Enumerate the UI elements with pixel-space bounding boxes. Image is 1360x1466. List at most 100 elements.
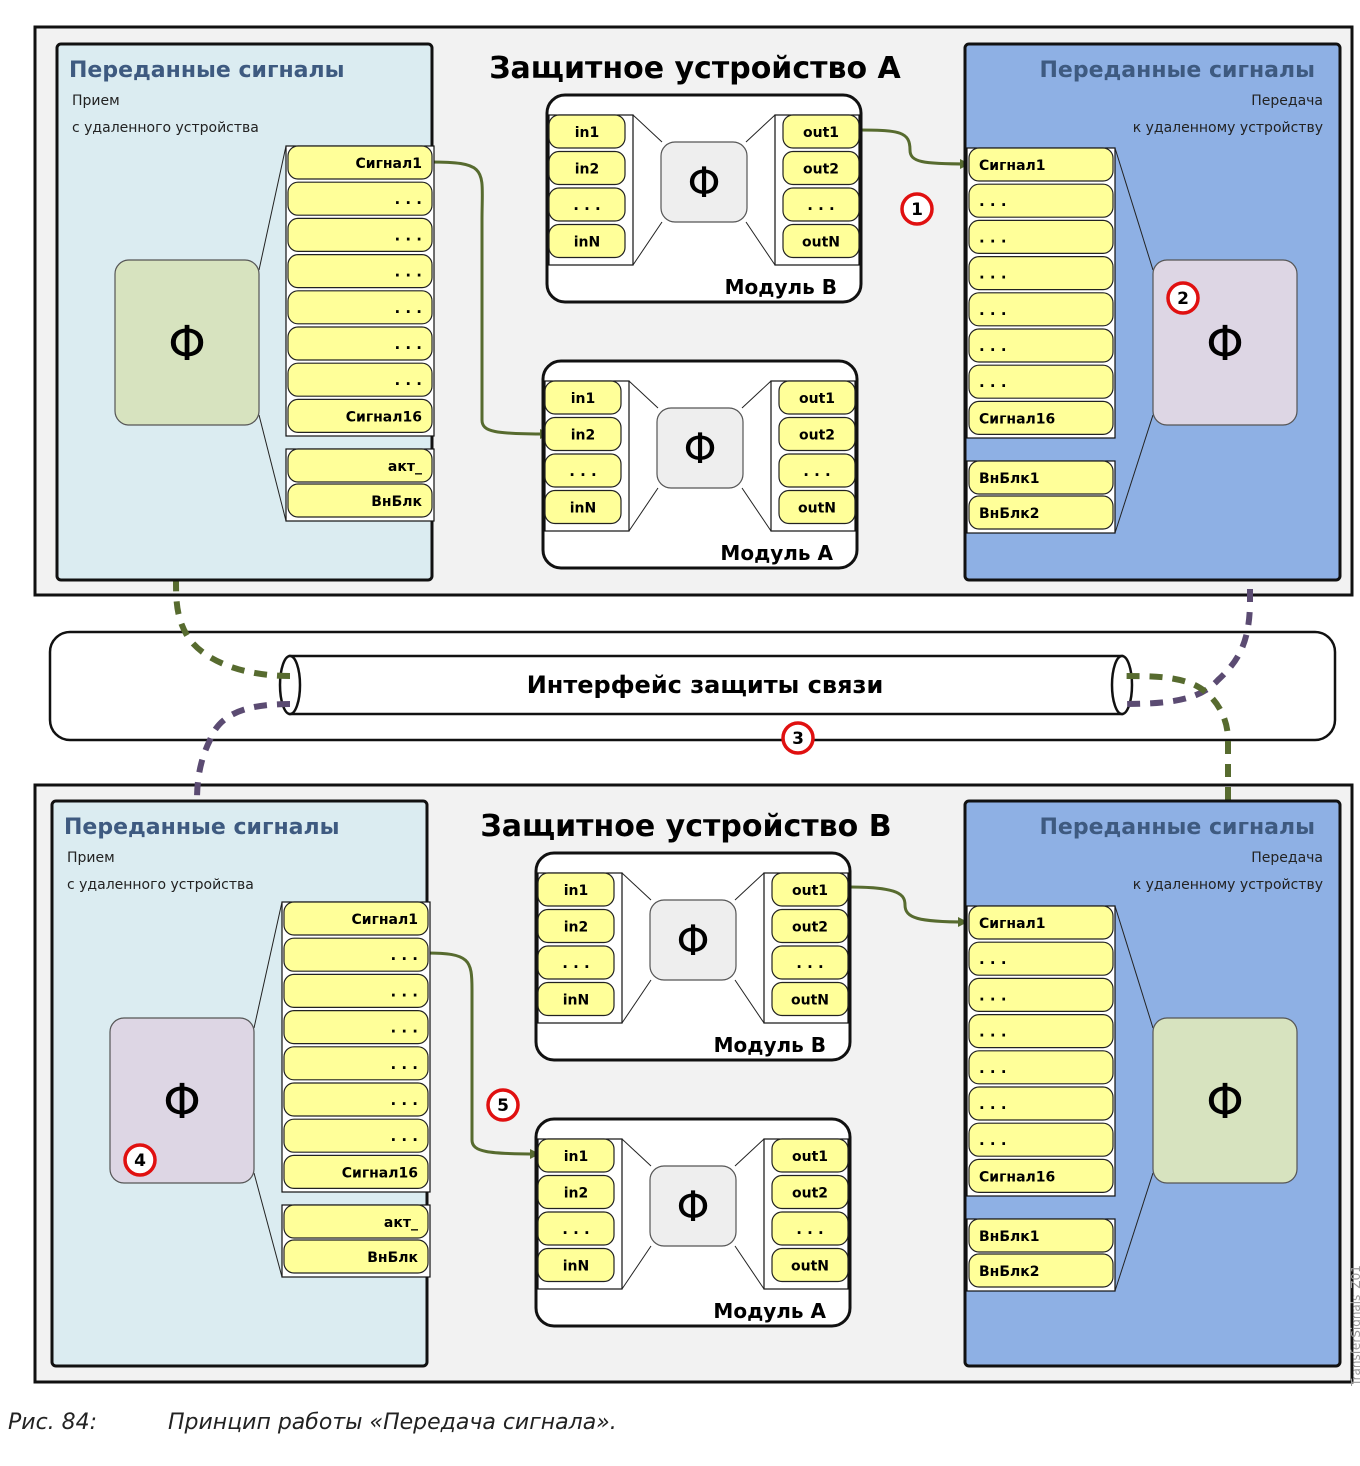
device-b-tx-panel-slot-5: . . . [968,1050,1114,1085]
device-b-tx-panel-extra-1-label: ВнБлк1 [979,1229,1040,1245]
device-a-module-b-phi: Φ [660,141,748,223]
device-a-rx-panel-slot-7-shape [287,362,433,397]
device-a-module-b-funnel-line [632,114,663,143]
device-a-module-a-funnel-line [628,487,659,532]
device-a-tx-panel-phi-symbol: Φ [1206,316,1244,372]
device-a-module-a-input-2: in2 [544,416,622,452]
device-a-module-b-output-2: out2 [782,150,860,186]
device-b-rx-panel-extra-2-shape [283,1239,429,1274]
device-b-module-b-output-1-shape [771,872,849,907]
device-a-module-b-phi-symbol: Φ [687,158,720,207]
device-b-module-b-phi-shape [649,899,737,981]
device-b-module-b-funnel-line [621,872,652,901]
marker-4-label: 4 [134,1151,146,1171]
device-b-module-a-input-3-label: . . . [562,1220,590,1238]
device-a-rx-panel-slot-8-shape [287,398,433,433]
marker-1-label: 1 [911,200,923,220]
device-b-module-a-output-2-label: out2 [792,1186,828,1202]
device-b-module-a-input-2-shape [537,1174,615,1210]
device-b-rx-panel-slot-8-label: Сигнал16 [342,1165,418,1181]
device-b-rx-panel-slot-2: . . . [283,937,429,972]
device-a-module-a-input-1-shape [544,380,622,415]
device-b-tx-panel-slot-6-label: . . . [979,1095,1007,1113]
device-b-rx-panel-slot-4-label: . . . [390,1019,418,1037]
device-a-module-a-phi-symbol: Φ [683,424,716,473]
device-b-module-a-output-2-shape [771,1174,849,1210]
device-b-module-b-output-1: out1 [771,872,849,907]
device-b-module-a-output-3: . . . [771,1211,849,1246]
device-b-tx-panel-slot-7: . . . [968,1122,1114,1157]
device-b-rx-panel-phi: Φ [109,1017,255,1184]
device-a-module-b-output-1-label: out1 [803,125,839,141]
device-a-tx-panel-slot-3-label: . . . [979,228,1007,246]
device-a-rx-panel-extra-1-label: акт_ [388,459,422,475]
device-a-rx-panel-slot-6-shape [287,326,433,361]
device-a-module-b-input-2-label: in2 [575,162,600,178]
device-b-rx-panel-slot-2-shape [283,937,429,972]
device-b-tx-panel-slot-5-label: . . . [979,1059,1007,1077]
device-a-module-b-input-3: . . . [548,187,626,222]
device-a-module-b-output-3: . . . [782,187,860,222]
device-a-module-b-input-2-shape [548,150,626,186]
device-a-module-a-input-1-label: in1 [571,391,596,407]
device-b-rx-panel-title: Переданные сигналы [64,815,340,840]
device-b-module-b-input-4: inN [537,981,615,1017]
device-b-module-a-input-4-shape [537,1247,615,1283]
device-a-tx-panel-slot-6: . . . [968,328,1114,363]
device-b-module-a-input-3-shape [537,1211,615,1246]
device-b-module-b-input-2: in2 [537,908,615,944]
device-b-tx-panel-slot-3: . . . [968,977,1114,1013]
device-b-tx-panel-fan-line [1114,905,1154,1029]
device-b-rx-panel-extra-2: ВнБлк [283,1239,429,1274]
device-a-rx-panel-phi-shape [114,259,260,426]
device-b-module-a-input-2: in2 [537,1174,615,1210]
marker-5-circle [486,1088,520,1122]
connector-a-signal1-to-module-a-in2 [429,160,550,439]
device-a-module-b-funnel-line [745,221,776,266]
device-a-tx-panel-extra-2-shape [968,495,1114,530]
marker-2-circle [1166,281,1200,315]
device-b-tx-panel-slot-5-shape [968,1050,1114,1085]
device-b-module-b-output-3-shape [771,945,849,980]
device-a-module-a-output-1: out1 [778,380,856,415]
device-a-rx-panel-phi: Φ [114,259,260,426]
device-a-rx-panel-slot-3-shape [287,217,433,252]
device-a-module-a-input-1: in1 [544,380,622,415]
device-b-tx-panel-extra-2: ВнБлк2 [968,1253,1114,1288]
device-b-module-b-funnel-line [734,872,765,901]
device-a-module-a-input-3-label: . . . [569,462,597,480]
device-a-tx-panel-slot-7-shape [968,364,1114,399]
marker-3-circle [781,721,815,755]
device-b-module-b-output-4-label: outN [791,993,829,1009]
device-b-tx-panel-slot-2: . . . [968,941,1114,976]
device-b-rx-panel-slot-2-label: . . . [390,946,418,964]
device-a-module-b-input-1-label: in1 [575,125,600,141]
device-b-module-b-phi: Φ [649,899,737,981]
device-b-tx-panel-slot-1-label: Сигнал1 [979,916,1046,932]
connector-a-out1-to-tx-signal1 [859,128,970,169]
device-a-tx-panel-slot-3-shape [968,219,1114,254]
link-interface-to-a-rx [173,460,291,679]
device-b-rx-panel-extra-1: акт_ [283,1204,429,1239]
device-b-rx-panel-slot-3-shape [283,973,429,1009]
device-b-module-a-input-4: inN [537,1247,615,1283]
device-a-rx-panel-slot-7-label: . . . [394,371,422,389]
device-b-tx-panel-slot-4-shape [968,1013,1114,1049]
device-a-tx-panel-slot-2: . . . [968,183,1114,218]
device-b-module-a-output-3-shape [771,1211,849,1246]
device-a-rx-panel-fan-line [258,145,287,271]
device-b-tx-panel-slot-3-label: . . . [979,986,1007,1004]
device-b-tx-panel-slot-8-shape [968,1158,1114,1194]
device-b-module-a-input-4-label: inN [563,1259,589,1275]
device-a-rx-panel-slot-2-shape [287,181,433,216]
device-b-tx-panel-subtitle-1: Передача [1251,850,1323,866]
device-a-tx-panel-slot-4-shape [968,256,1114,291]
device-a-tx-panel-slot-2-shape [968,183,1114,218]
device-b-rx-panel-slot-8-shape [283,1154,429,1190]
device-a-rx-panel-subtitle-2: с удаленного устройства [72,120,259,136]
device-a-module-a-input-4-label: inN [570,501,596,517]
device-b-rx-panel-slot-7-shape [283,1118,429,1153]
